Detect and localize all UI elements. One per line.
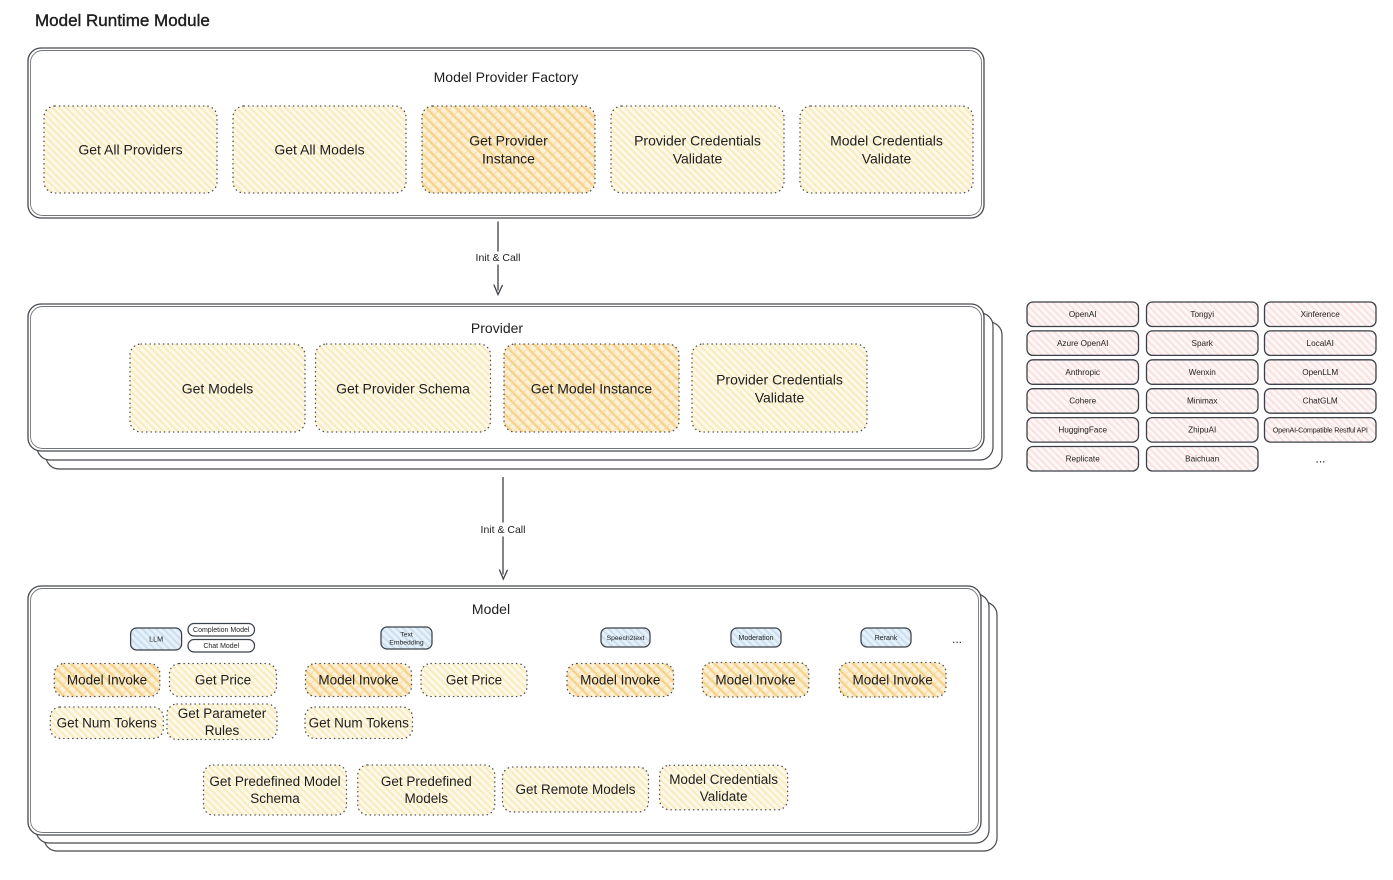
svg-text:Get Remote Models: Get Remote Models [515, 782, 635, 797]
svg-text:Get All Models: Get All Models [274, 141, 364, 157]
svg-text:Schema: Schema [250, 791, 300, 806]
svg-text:Instance: Instance [482, 150, 535, 166]
svg-text:Text: Text [400, 631, 413, 638]
svg-text:Chat Model: Chat Model [203, 643, 239, 650]
svg-text:Init & Call: Init & Call [481, 524, 526, 536]
svg-text:...: ... [952, 632, 962, 646]
svg-text:Get All Providers: Get All Providers [78, 141, 182, 157]
svg-text:Model Invoke: Model Invoke [318, 673, 398, 688]
svg-text:Model Credentials: Model Credentials [830, 132, 943, 148]
svg-text:Get Num Tokens: Get Num Tokens [57, 715, 158, 730]
svg-text:Get Models: Get Models [182, 380, 254, 396]
svg-text:Validate: Validate [700, 789, 748, 804]
svg-text:Spark: Spark [1192, 339, 1214, 348]
svg-text:ChatGLM: ChatGLM [1303, 397, 1338, 406]
svg-text:Speech2text: Speech2text [607, 635, 645, 642]
svg-text:Get Price: Get Price [195, 673, 251, 688]
svg-text:Get Provider: Get Provider [469, 132, 548, 148]
svg-text:LocalAI: LocalAI [1307, 339, 1334, 348]
svg-text:Validate: Validate [755, 389, 805, 405]
svg-text:Model Provider Factory: Model Provider Factory [434, 69, 579, 85]
svg-text:Model Runtime Module: Model Runtime Module [35, 11, 210, 30]
svg-text:Models: Models [405, 791, 449, 806]
svg-text:Rules: Rules [205, 723, 240, 738]
svg-text:Minimax: Minimax [1187, 397, 1217, 406]
svg-text:Provider Credentials: Provider Credentials [634, 132, 761, 148]
svg-text:Model: Model [472, 601, 510, 617]
svg-text:Wenxin: Wenxin [1189, 368, 1217, 377]
svg-text:Get Model Instance: Get Model Instance [531, 380, 653, 396]
svg-text:...: ... [1315, 452, 1325, 466]
svg-text:Provider Credentials: Provider Credentials [716, 371, 843, 387]
svg-text:OpenAI: OpenAI [1069, 310, 1097, 319]
svg-text:OpenAI-Compatible Restful API: OpenAI-Compatible Restful API [1273, 425, 1368, 434]
svg-text:Provider: Provider [471, 320, 523, 336]
svg-text:Model Invoke: Model Invoke [853, 672, 933, 687]
svg-text:Get Parameter: Get Parameter [178, 706, 267, 721]
svg-text:ZhipuAI: ZhipuAI [1188, 426, 1216, 435]
svg-text:Moderation: Moderation [738, 635, 773, 642]
svg-text:Model Invoke: Model Invoke [580, 673, 660, 688]
svg-text:Rerank: Rerank [875, 635, 898, 642]
svg-text:OpenLLM: OpenLLM [1302, 368, 1338, 377]
svg-text:Model Credentials: Model Credentials [669, 772, 778, 787]
svg-text:Baichuan: Baichuan [1185, 455, 1220, 464]
svg-text:Validate: Validate [862, 150, 912, 166]
svg-text:Init & Call: Init & Call [476, 252, 521, 264]
svg-text:Get Provider Schema: Get Provider Schema [336, 380, 470, 396]
svg-text:Embedding: Embedding [389, 639, 424, 646]
svg-text:HuggingFace: HuggingFace [1058, 426, 1107, 435]
svg-text:Get Predefined: Get Predefined [381, 774, 472, 789]
svg-text:Validate: Validate [673, 150, 723, 166]
svg-text:Get Num Tokens: Get Num Tokens [309, 715, 410, 730]
svg-text:Anthropic: Anthropic [1065, 368, 1100, 377]
svg-text:Get Predefined Model: Get Predefined Model [209, 774, 340, 789]
svg-text:Get Price: Get Price [446, 673, 502, 688]
svg-text:Xinference: Xinference [1301, 310, 1341, 319]
svg-text:Completion Model: Completion Model [193, 627, 250, 634]
svg-text:Cohere: Cohere [1069, 397, 1096, 406]
svg-text:LLM: LLM [149, 635, 163, 644]
svg-text:Tongyi: Tongyi [1190, 310, 1214, 319]
svg-text:Azure OpenAI: Azure OpenAI [1057, 339, 1108, 348]
svg-text:Model Invoke: Model Invoke [715, 672, 795, 687]
svg-text:Model Invoke: Model Invoke [67, 673, 147, 688]
svg-text:Replicate: Replicate [1066, 455, 1101, 464]
